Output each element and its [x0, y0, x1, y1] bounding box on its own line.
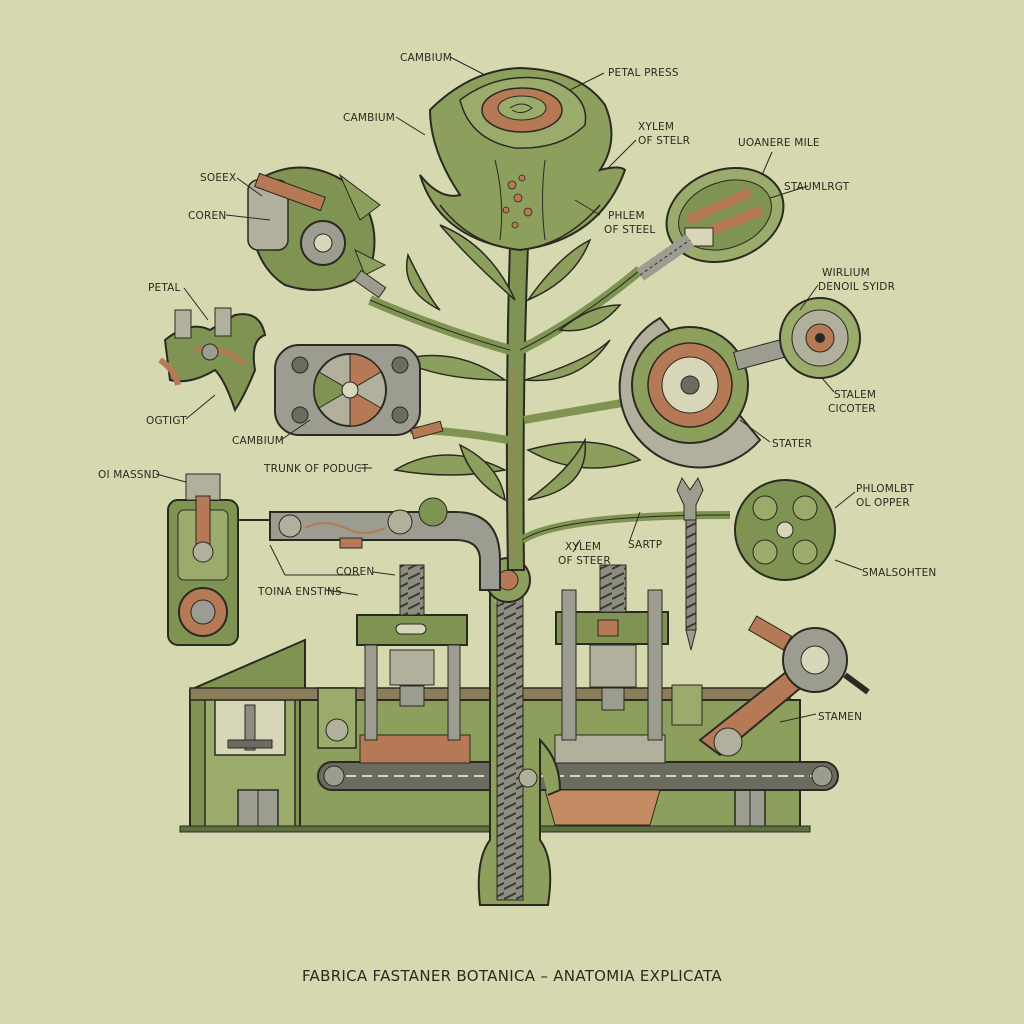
- label-stalem: STALEM: [834, 389, 876, 401]
- stater-wheel: [618, 297, 861, 469]
- label-uoanere-mile: UOANERE MILE: [738, 137, 820, 149]
- label-cambium-left: CAMBIUM: [343, 112, 395, 124]
- petal-claw: [158, 307, 267, 413]
- label-wirlium: WIRLIUM: [822, 267, 870, 279]
- label-sartp: SARTP: [628, 539, 662, 551]
- label-xylem-low-line2: OF STEER: [558, 555, 611, 567]
- label-cambium-top: CAMBIUM: [400, 52, 452, 64]
- stamen-arm: [698, 615, 870, 757]
- label-oi-massnd: OI MASSND: [98, 469, 160, 481]
- label-phlomlbt: PHLOMLBT: [856, 483, 914, 495]
- label-xylem-steel-top-line2: OF STELR: [638, 135, 690, 147]
- press-left: [317, 564, 468, 749]
- label-smalsohten: SMALSOHTEN: [862, 567, 937, 579]
- drive-belt: [269, 497, 501, 591]
- label-phlem: PHLEM: [608, 210, 645, 222]
- xylem-pod-machine: [635, 166, 785, 281]
- left-gearbox: [167, 473, 300, 646]
- rose-flower: [419, 66, 627, 252]
- diagram-title: FABRICA FASTANER BOTANICA – ANATOMIA EXP…: [302, 967, 722, 985]
- leader-lines: [155, 56, 863, 723]
- label-stalem-line2: CICOTER: [828, 403, 876, 415]
- phlom-rosette: [734, 479, 836, 581]
- label-ogtigt: OGTIGT: [146, 415, 187, 427]
- label-staumlrgt: STAUMLRGT: [784, 181, 850, 193]
- label-phlomlbt-line2: OL OPPER: [856, 497, 910, 509]
- label-wirlium-line2: DENOIL SYIDR: [818, 281, 895, 293]
- label-petal: PETAL: [148, 282, 181, 294]
- label-phlem-line2: OF STEEL: [604, 224, 655, 236]
- label-toina-enstins: TOINA ENSTINS: [257, 586, 342, 598]
- label-trunk-of-poduct: TRUNK OF PODUCT: [263, 463, 369, 475]
- label-cambium-mid: CAMBIUM: [232, 435, 284, 447]
- label-coren-low: COREN: [336, 566, 374, 578]
- press-right: [555, 564, 703, 741]
- wrench-screw: [676, 476, 704, 651]
- label-stamen: STAMEN: [818, 711, 862, 723]
- label-soeex: SOEEX: [200, 172, 236, 184]
- cambium-disc-machine: [274, 344, 444, 440]
- label-xylem-steel-top: XYLEM: [638, 121, 674, 133]
- label-stater: STATER: [772, 438, 812, 450]
- label-coren-top: COREN: [188, 210, 226, 222]
- sepal-bud-machine: [247, 166, 387, 299]
- labels: CAMBIUM PETAL PRESS CAMBIUM XYLEM OF STE…: [98, 52, 937, 723]
- label-xylem-low: XYLEM: [565, 541, 601, 553]
- label-petal-press: PETAL PRESS: [608, 67, 679, 79]
